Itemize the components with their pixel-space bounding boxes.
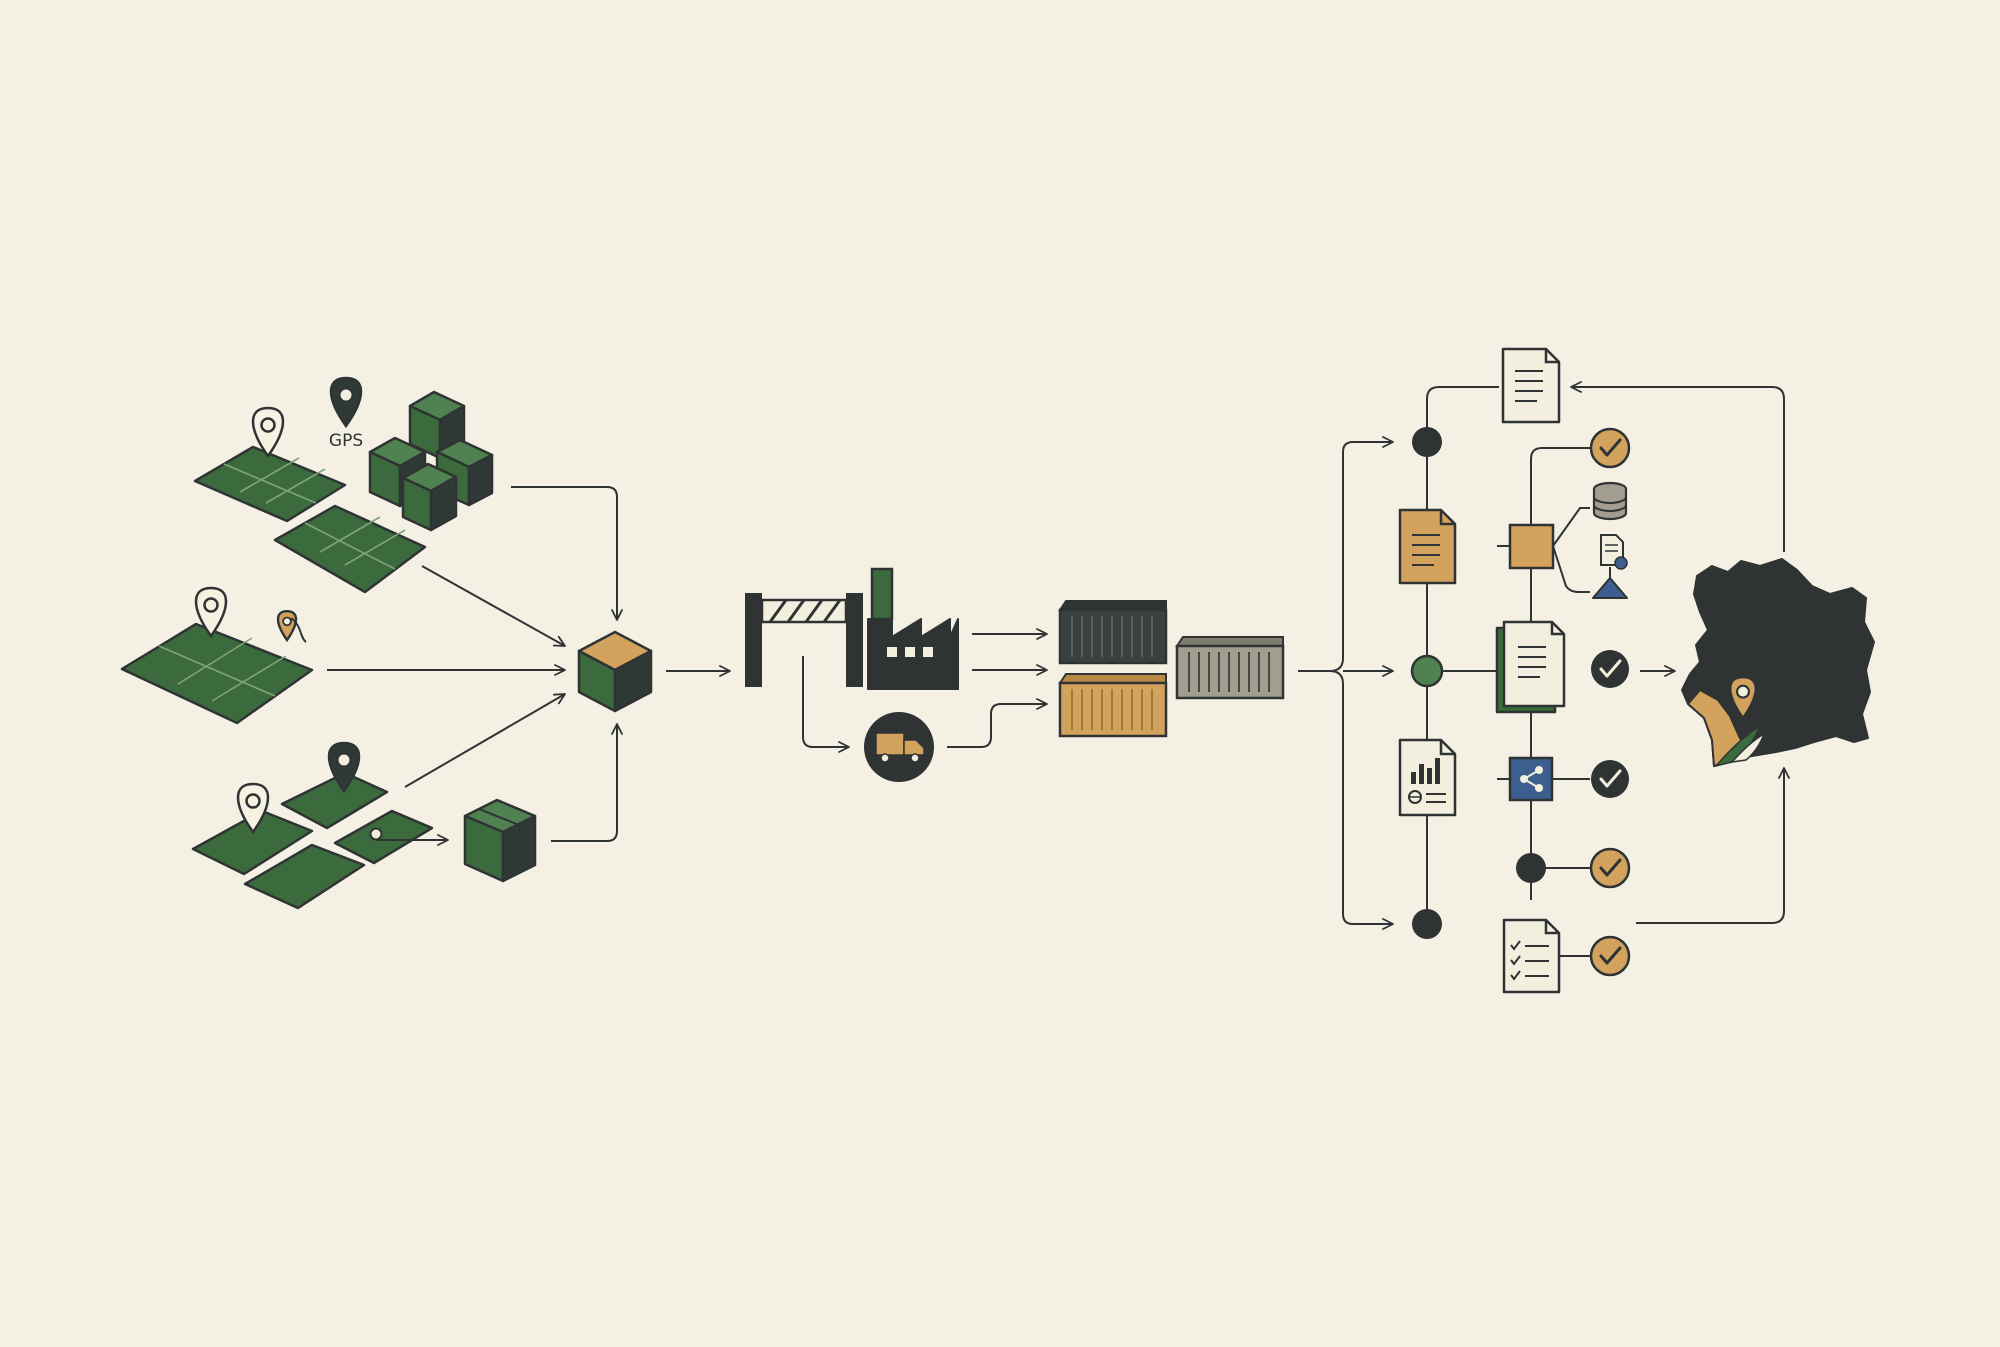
gps-label: GPS	[329, 431, 363, 451]
farm-plot-icon	[243, 843, 366, 910]
network-node	[1412, 427, 1442, 457]
farm-cluster-bottom	[191, 741, 537, 910]
truck-icon	[864, 712, 934, 782]
farm-plot-icon	[191, 809, 314, 876]
package-box-icon	[463, 798, 537, 883]
network-node	[1412, 909, 1442, 939]
map-pin-icon	[329, 376, 363, 428]
checklist-icon	[1502, 918, 1561, 994]
checkmark-badge-icon	[1589, 935, 1631, 977]
farm-plot-icon	[273, 504, 427, 594]
document-icon	[1495, 620, 1566, 714]
factory-output-arrows	[802, 628, 1048, 753]
farm-plot-icon	[280, 771, 389, 830]
farm-plot-icon	[120, 622, 314, 725]
network-node	[1410, 654, 1444, 688]
country-map-icon	[1681, 558, 1875, 768]
shipping-container-icon	[1175, 636, 1285, 700]
farm-to-collection-arrows	[327, 486, 623, 846]
network-node	[1516, 853, 1546, 883]
checkmark-badge-icon	[1589, 648, 1631, 690]
report-chart-icon	[1398, 738, 1457, 817]
farm-plot-icon	[193, 445, 347, 523]
data-hub-square	[1508, 523, 1555, 570]
farm-cluster-middle	[120, 586, 314, 725]
document-icon	[1501, 347, 1561, 424]
database-icon	[1592, 481, 1628, 521]
barrier-gate-icon	[745, 593, 863, 687]
crate-stack-icon	[368, 390, 494, 532]
shipping-container-icon	[1058, 673, 1168, 738]
collection-box-icon	[577, 630, 653, 713]
plot-origin-dot	[369, 827, 383, 841]
shipping-container-icon	[1058, 600, 1168, 665]
share-network-icon	[1508, 756, 1554, 802]
farm-plot-icon	[333, 809, 434, 865]
factory-icon	[867, 567, 959, 690]
checkmark-badge-icon	[1589, 758, 1631, 800]
map-pin-icon	[276, 609, 298, 643]
document-icon	[1398, 508, 1457, 585]
farm-cluster-top: GPS	[193, 376, 494, 594]
checkmark-badge-icon	[1589, 427, 1631, 469]
checkmark-badge-icon	[1589, 847, 1631, 889]
network-nodes	[1410, 427, 1546, 939]
document-approval-icon	[1592, 534, 1628, 599]
